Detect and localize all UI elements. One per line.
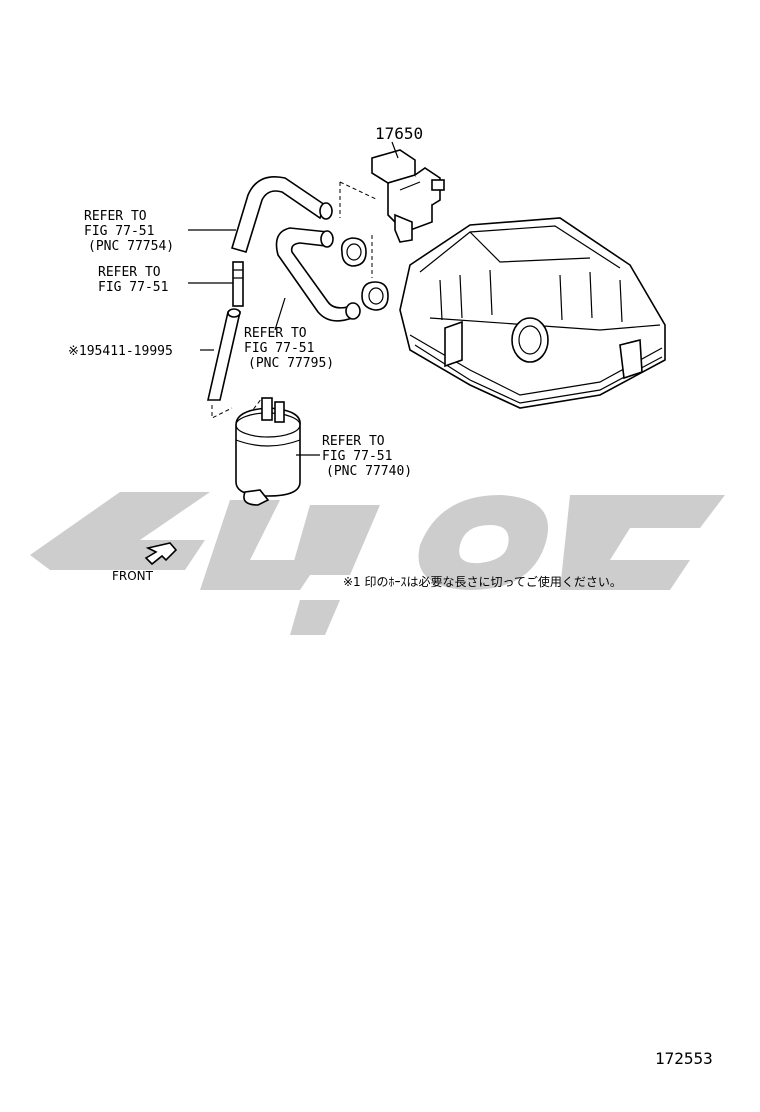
callout-line: (PNC 77795) <box>248 356 334 371</box>
callout-hose-joint: REFER TO FIG 77-51 <box>98 265 168 295</box>
callout-hose-middle: REFER TO FIG 77-51 (PNC 77795) <box>244 326 334 371</box>
front-label: FRONT <box>112 569 154 583</box>
callout-hose-part: ※195411-19995 <box>68 344 173 359</box>
callout-line: FIG 77-51 <box>84 224 154 239</box>
usage-note: ※1 印のﾎｰｽは必要な長さに切ってご使用ください。 <box>343 574 622 589</box>
main-part-number: 17650 <box>375 124 423 143</box>
callout-line: FIG 77-51 <box>322 449 392 464</box>
leader-lines <box>188 141 399 456</box>
watermark-logo <box>30 492 725 635</box>
callout-line: FIG 77-51 <box>98 280 168 295</box>
purge-valve <box>339 149 445 278</box>
callout-line: (PNC 77754) <box>88 239 174 254</box>
lower-hose <box>206 308 242 419</box>
middle-hose <box>275 227 361 322</box>
callout-hose-upper: REFER TO FIG 77-51 (PNC 77754) <box>84 209 174 254</box>
diagram-id: 172553 <box>655 1049 713 1068</box>
callout-line: REFER TO <box>322 434 385 449</box>
callout-line: REFER TO <box>84 209 147 224</box>
callout-line: FIG 77-51 <box>244 341 314 356</box>
air-cleaner-housing <box>399 217 666 409</box>
callout-line: REFER TO <box>98 265 161 280</box>
upper-hose <box>230 176 333 253</box>
callout-line: (PNC 77740) <box>326 464 412 479</box>
joint-pipe <box>232 261 244 307</box>
callout-line: REFER TO <box>244 326 307 341</box>
hose-clamp-lower <box>361 281 389 311</box>
hose-clamp-upper <box>340 237 367 267</box>
charcoal-canister <box>235 397 301 506</box>
front-arrow-icon <box>144 542 178 566</box>
callout-canister: REFER TO FIG 77-51 (PNC 77740) <box>322 434 412 479</box>
